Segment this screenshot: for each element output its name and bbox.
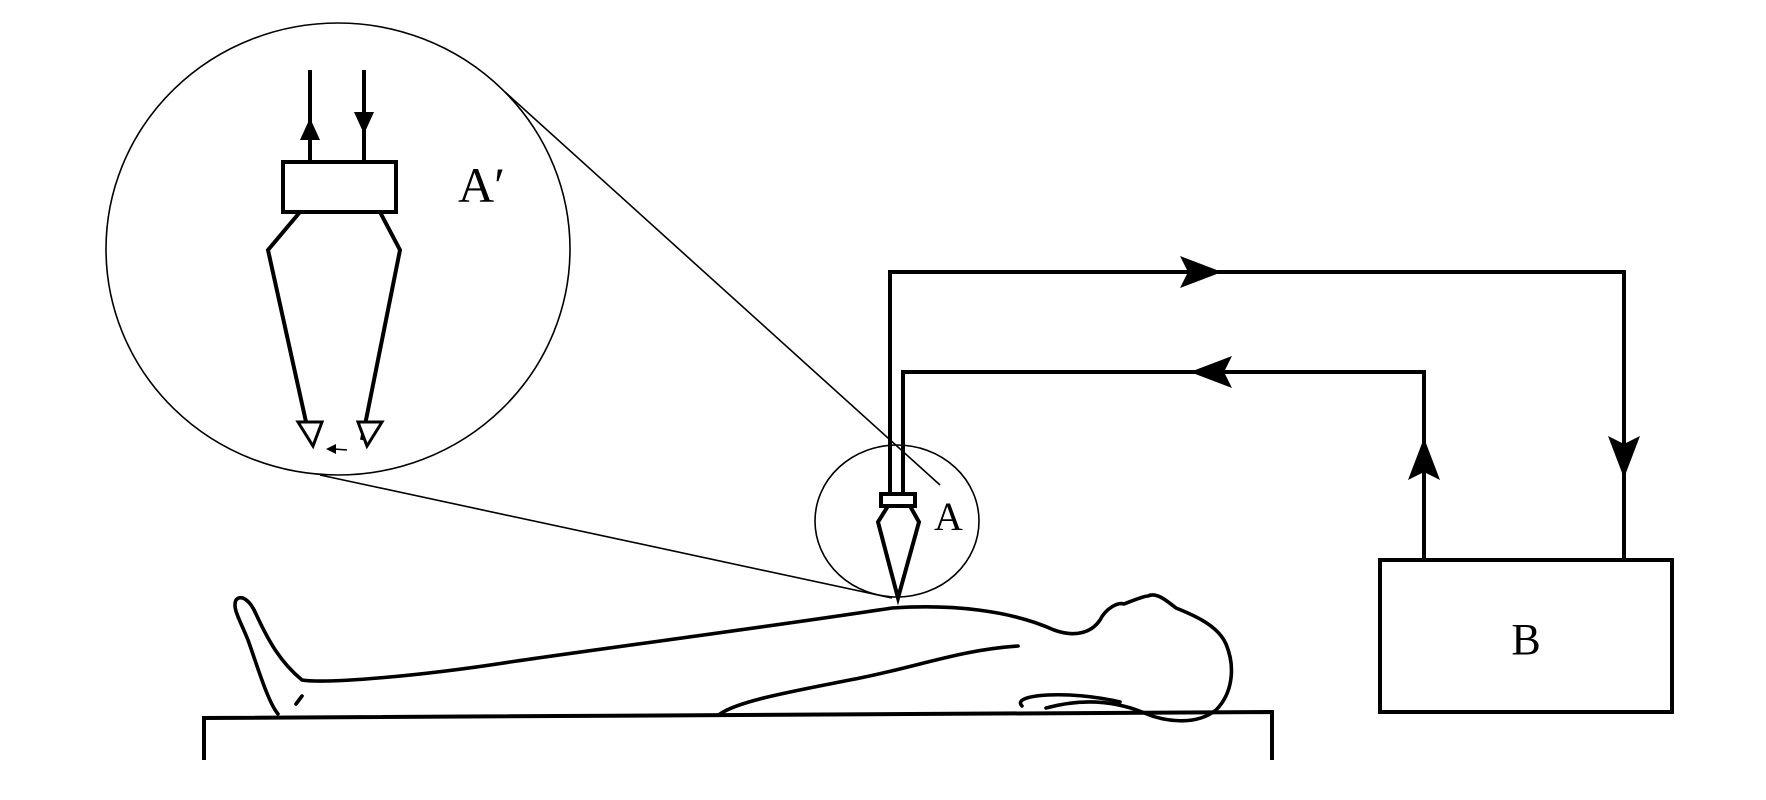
- patient-arm-contour: [718, 644, 1020, 716]
- unit-b-box: [1378, 558, 1674, 714]
- receive-arrow-icon: [1190, 356, 1232, 388]
- patient-outline: [233, 593, 1234, 723]
- label-probe-zoom: A′: [458, 157, 505, 213]
- probe-connector-block: [281, 160, 398, 214]
- magnified-probe: [265, 70, 403, 454]
- upward-arrow-icon: [1408, 438, 1440, 480]
- wave-arrow-icon: [326, 444, 336, 454]
- right-crystal-icon: [355, 420, 385, 450]
- magnified-view-circle: [105, 22, 571, 476]
- transmit-wire: [888, 270, 1626, 560]
- up-arrow-icon: [300, 118, 320, 140]
- downward-arrow-icon: [1608, 436, 1640, 478]
- probe-block: [879, 492, 917, 508]
- label-unit: B: [1511, 615, 1540, 664]
- probe-tip-outline: [265, 210, 403, 441]
- receive-wire: [901, 370, 1426, 560]
- down-arrow-icon: [354, 112, 374, 134]
- examination-table: [202, 709, 1274, 760]
- magnifier-connector-upper: [504, 91, 941, 486]
- left-crystal-icon: [295, 420, 325, 450]
- label-probe: A: [934, 494, 963, 539]
- transmit-arrow-icon: [1180, 256, 1222, 288]
- patient-body-contour: [233, 593, 1234, 723]
- probe-tip: [875, 504, 922, 606]
- magnifier-connector-lower: [319, 474, 893, 599]
- probe: [875, 492, 922, 606]
- patient-shoulder-contour: [1018, 692, 1122, 708]
- patient-hand-mark: [294, 694, 304, 706]
- wave-arrow-shaft: [333, 448, 348, 451]
